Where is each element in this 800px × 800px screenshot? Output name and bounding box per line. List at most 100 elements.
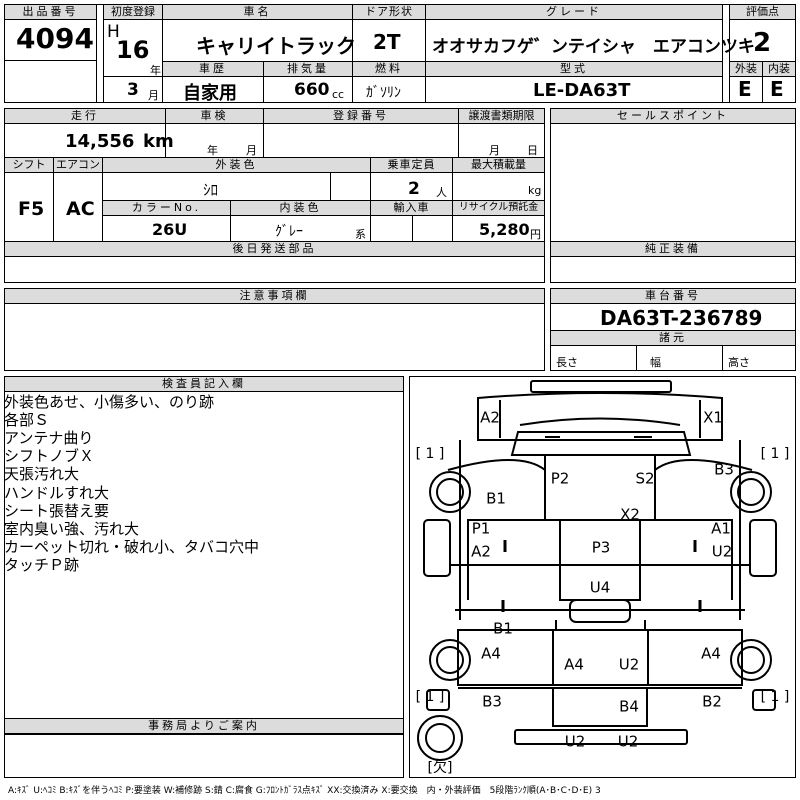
score: 2 xyxy=(753,28,772,58)
ext-color: ｼﾛ xyxy=(203,181,219,199)
disp-unit: cc xyxy=(332,88,345,101)
recycle-fee: 5,280 xyxy=(479,220,530,239)
reg-year: 16 xyxy=(116,36,150,64)
damage-mark: X2 xyxy=(620,506,640,524)
height-label: 高さ xyxy=(728,356,750,369)
fuel-label: 燃料 xyxy=(353,62,425,77)
grade-label: グレード xyxy=(426,5,722,20)
import-label: 輸入車 xyxy=(371,201,452,216)
count-bracket: [ 1 ] xyxy=(416,446,445,462)
damage-mark: B3 xyxy=(714,461,734,479)
model-label: 型式 xyxy=(426,62,722,77)
damage-mark: B3 xyxy=(482,693,502,711)
damage-mark: B1 xyxy=(493,620,513,638)
door-label: ドア形状 xyxy=(353,5,425,20)
score-label: 評価点 xyxy=(730,5,795,20)
color-no-label: カラーNo. xyxy=(103,201,230,216)
damage-mark: P3 xyxy=(592,539,611,557)
lot-label: 出品番号 xyxy=(5,5,96,20)
vehicle-info-box xyxy=(4,108,545,283)
int-color-label: 内装色 xyxy=(231,201,370,216)
shift-label: シフト xyxy=(5,158,53,173)
remark-line: 室内臭い強、汚れ大 xyxy=(4,519,140,538)
year-unit: 年 xyxy=(150,64,161,77)
sales-point-box xyxy=(550,108,796,283)
remark-line: カーペット切れ・破れ小、タバコ穴中 xyxy=(4,537,260,556)
ext-label: 外装 xyxy=(730,62,762,77)
damage-mark: P1 xyxy=(472,520,491,538)
damage-mark: A1 xyxy=(711,520,731,538)
recycle-label: リサイクル預託金 xyxy=(453,201,544,216)
shift: F5 xyxy=(18,198,45,220)
first-reg-label: 初度登録 xyxy=(104,5,162,20)
count-bracket: [欠] xyxy=(428,760,453,776)
damage-mark: A2 xyxy=(471,543,491,561)
lot-number: 4094 xyxy=(16,22,94,55)
era: H xyxy=(107,22,120,42)
damage-mark: A4 xyxy=(481,645,501,663)
remark-line: ハンドルすれ大 xyxy=(4,483,110,502)
int-label: 内装 xyxy=(763,62,795,77)
int-color-unit: 系 xyxy=(355,228,366,241)
inspector-label: 検査員記入欄 xyxy=(5,377,403,392)
load-label: 最大積載量 xyxy=(453,158,544,173)
damage-mark: X1 xyxy=(703,409,723,427)
width-label: 幅 xyxy=(650,356,661,369)
grade: オオサカフゲ゛ンテイシャ エアコンツキ xyxy=(432,37,755,57)
chassis-label: 車台番号 xyxy=(551,289,795,304)
remark-line: シフトノブＸ xyxy=(4,447,95,466)
remark-line: タッチＰ跡 xyxy=(4,555,80,574)
ext-grade: E xyxy=(738,77,752,101)
legend: A:ｷｽﾞ U:ﾍｺﾐ B:ｷｽﾞを伴うﾍｺﾐ P:要塗装 W:補修跡 S:錆 … xyxy=(8,786,601,796)
damage-mark: B1 xyxy=(486,490,506,508)
count-bracket: [ 1 ] xyxy=(416,689,445,705)
int-color: ｸﾞﾚｰ xyxy=(275,224,303,240)
fuel: ｶﾞｿﾘﾝ xyxy=(366,85,401,101)
int-grade: E xyxy=(770,77,784,101)
color-no: 26U xyxy=(152,220,188,239)
mileage-label: 走行 xyxy=(5,109,165,124)
remark-line: シート張替え要 xyxy=(4,501,110,520)
transfer-month: 月 xyxy=(489,144,500,157)
history: 自家用 xyxy=(183,83,237,104)
spec-label: 諸元 xyxy=(551,331,795,346)
remark-line: 各部Ｓ xyxy=(4,411,50,430)
ext-color-label: 外装色 xyxy=(103,158,370,173)
transfer-label: 譲渡書類期限 xyxy=(459,109,544,124)
sales-point-label: セールスポイント xyxy=(551,109,795,124)
insp-month-unit: 月 xyxy=(246,144,257,157)
damage-mark: A2 xyxy=(480,409,500,427)
month-unit: 月 xyxy=(148,89,159,102)
length-label: 長さ xyxy=(556,356,578,369)
car-name-label: 車名 xyxy=(163,5,352,20)
capacity: 2 xyxy=(408,179,420,199)
count-bracket: [ 1 ] xyxy=(761,689,790,705)
damage-mark: U2 xyxy=(618,733,639,751)
disp-label: 排気量 xyxy=(264,62,352,77)
reg-no-label: 登録番号 xyxy=(264,109,458,124)
caution-label: 注意事項欄 xyxy=(5,289,544,304)
chassis-number: DA63T-236789 xyxy=(600,306,763,330)
damage-mark: A4 xyxy=(564,656,584,674)
capacity-label: 乗車定員 xyxy=(371,158,452,173)
load-unit: kg xyxy=(528,184,542,197)
caution-box xyxy=(4,288,545,371)
remark-line: アンテナ曲り xyxy=(4,429,94,448)
mileage: 14,556 xyxy=(65,131,135,152)
header-box xyxy=(4,4,796,103)
recycle-unit: 円 xyxy=(530,228,541,241)
office-label: 事務局よりご案内 xyxy=(5,719,403,734)
damage-mark: B2 xyxy=(702,693,722,711)
insp-year-unit: 年 xyxy=(207,144,218,157)
chassis-box xyxy=(550,288,796,371)
count-bracket: [ 1 ] xyxy=(761,446,790,462)
reg-month: 3 xyxy=(127,80,139,100)
diagram-box xyxy=(409,376,796,778)
damage-mark: U2 xyxy=(565,733,586,751)
ac-label: エアコン xyxy=(54,158,102,173)
displacement: 660 xyxy=(294,80,330,100)
later-parts-label: 後日発送部品 xyxy=(5,242,544,257)
damage-mark: S2 xyxy=(635,470,654,488)
damage-mark: B4 xyxy=(619,698,639,716)
